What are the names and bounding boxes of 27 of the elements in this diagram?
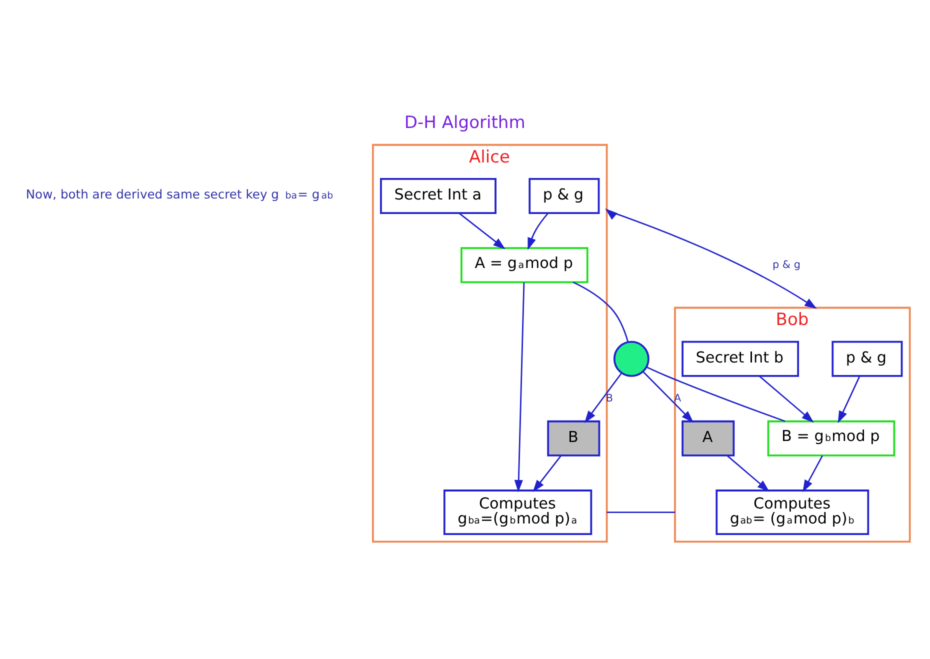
connector [572, 281, 629, 342]
connector [606, 511, 675, 512]
connector [646, 366, 786, 422]
node-box: Computes gba=(gbmod p)a [443, 489, 592, 534]
arrow [605, 208, 817, 308]
node-box: Secret Int b [682, 340, 800, 376]
arrow [759, 375, 814, 422]
arrow [532, 454, 562, 492]
node-box: Computes gab= (gamod p)b [716, 489, 870, 534]
arrow [514, 282, 525, 492]
node-box: B [547, 420, 600, 456]
arrow [528, 212, 549, 250]
node-box: Secret Int a [380, 178, 496, 214]
arrow [726, 454, 770, 492]
arrow [458, 212, 506, 249]
arrow [802, 454, 824, 492]
node-box: A = gamod p [460, 246, 588, 283]
node-box: p & g [528, 178, 600, 214]
node-box: p & g [832, 340, 903, 376]
edge-label: p & g [772, 258, 800, 270]
node-box: B = gbmod p [767, 420, 896, 456]
diagram-title: D-H Algorithm [404, 112, 526, 133]
arrow [584, 372, 622, 422]
arrow [642, 370, 694, 422]
node-circle [613, 340, 650, 376]
arrow [838, 376, 860, 423]
node-box: A [682, 420, 735, 456]
